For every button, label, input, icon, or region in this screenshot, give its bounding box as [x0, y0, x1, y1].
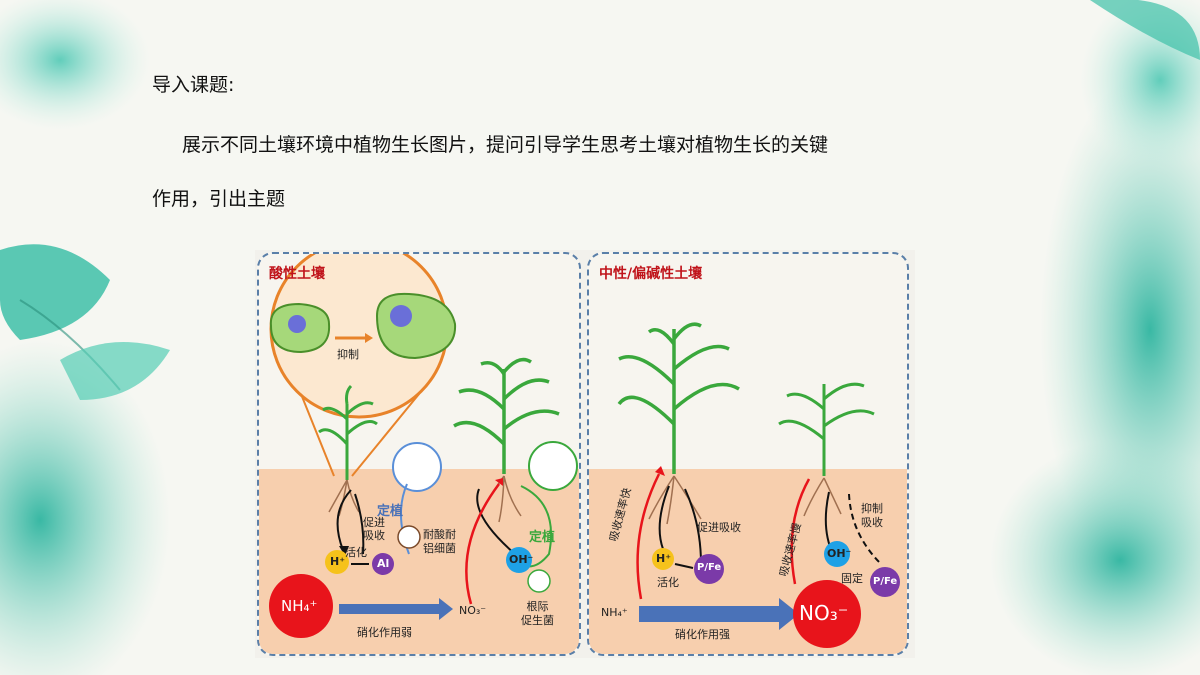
label-nh4-right: NH₄⁺ [601, 606, 628, 619]
label-activate: 活化 [345, 546, 367, 559]
pfe-circle-2 [870, 567, 900, 597]
soil-diagram: 酸性土壤 抑制 定植 促进 吸收 活化 H⁺ Al 耐酸耐 铝细菌 NH₄⁺ N… [255, 250, 915, 658]
label-inhibit-absorb: 抑制 吸收 [861, 502, 883, 529]
h-ion-left [325, 550, 349, 574]
rhizo-bacteria-icon [527, 569, 551, 593]
label-nh4: NH₄⁺ [281, 597, 318, 615]
nitrification-arrow-weak [339, 604, 439, 614]
nitrification-arrow-strong [639, 606, 779, 622]
label-nitrification-strong: 硝化作用强 [675, 628, 730, 641]
neutral-soil-illustration [617, 322, 900, 648]
label-nitrification-weak: 硝化作用弱 [357, 626, 412, 639]
al-ion [372, 553, 394, 575]
plant-tall [617, 322, 740, 474]
plant-healthy [453, 357, 560, 474]
uptake-arrow-left [465, 483, 501, 605]
label-promote-absorb: 促进 吸收 [363, 516, 385, 542]
label-oh-ion: OH⁻ [509, 553, 534, 566]
pfe-circle-1 [694, 554, 724, 584]
uptake-arrow-slow [790, 478, 811, 585]
acid-bacteria-icon [397, 525, 421, 549]
acidic-soil-illustration [269, 254, 578, 638]
acidic-soil-panel: 酸性土壤 抑制 定植 促进 吸收 活化 H⁺ Al 耐酸耐 铝细菌 NH₄⁺ N… [257, 252, 581, 656]
large-cell-nucleus [390, 305, 412, 327]
label-fix: 固定 [841, 572, 863, 585]
nh4-circle [269, 574, 333, 638]
label-pfe-1: P/Fe [697, 562, 722, 573]
label-al: Al [377, 557, 390, 570]
label-promote-absorb-right: 促进吸收 [697, 521, 741, 534]
label-rhizo-bacteria: 根际 促生菌 [521, 600, 554, 627]
label-acid-bacteria: 耐酸耐 铝细菌 [423, 528, 456, 555]
panel-title-neutral: 中性/偏碱性土壤 [599, 266, 703, 282]
label-inhibit: 抑制 [337, 348, 359, 361]
uptake-arrow-fast [636, 473, 661, 600]
bacteria-zoom-2 [528, 441, 578, 491]
roots-right [648, 475, 842, 525]
oh-ion [506, 547, 532, 573]
label-activate-right: 活化 [657, 576, 679, 589]
bacteria-zoom-1 [392, 442, 442, 492]
label-no3: NO₃⁻ [459, 604, 487, 617]
label-no3-right: NO₃⁻ [799, 601, 849, 625]
small-cell-nucleus [288, 315, 306, 333]
oh-ion-right [824, 541, 850, 567]
label-pfe-2: P/Fe [873, 576, 898, 587]
panel-title-acidic: 酸性土壤 [269, 266, 325, 282]
slide-paragraph: 展示不同土壤环境中植物生长图片，提问引导学生思考土壤对植物生长的关键作用，引出主… [152, 134, 829, 210]
large-cell [375, 292, 457, 360]
label-colonize-2: 定植 [529, 530, 556, 545]
plant-stressed [318, 384, 378, 480]
label-h-ion-right: H⁺ [656, 552, 672, 565]
neutral-soil-panel: 中性/偏碱性土壤 吸收速率快 促进吸收 H⁺ P/Fe 活化 NH₄⁺ 硝化作用… [587, 252, 909, 656]
label-h-ion: H⁺ [330, 555, 346, 568]
plant-medium [778, 382, 875, 476]
label-colonize-1: 定植 [377, 504, 404, 519]
no3-circle [793, 580, 861, 648]
h-ion-right [652, 548, 674, 570]
slide-heading: 导入课题: [152, 74, 235, 96]
label-oh-ion-right: OH⁻ [827, 547, 852, 560]
